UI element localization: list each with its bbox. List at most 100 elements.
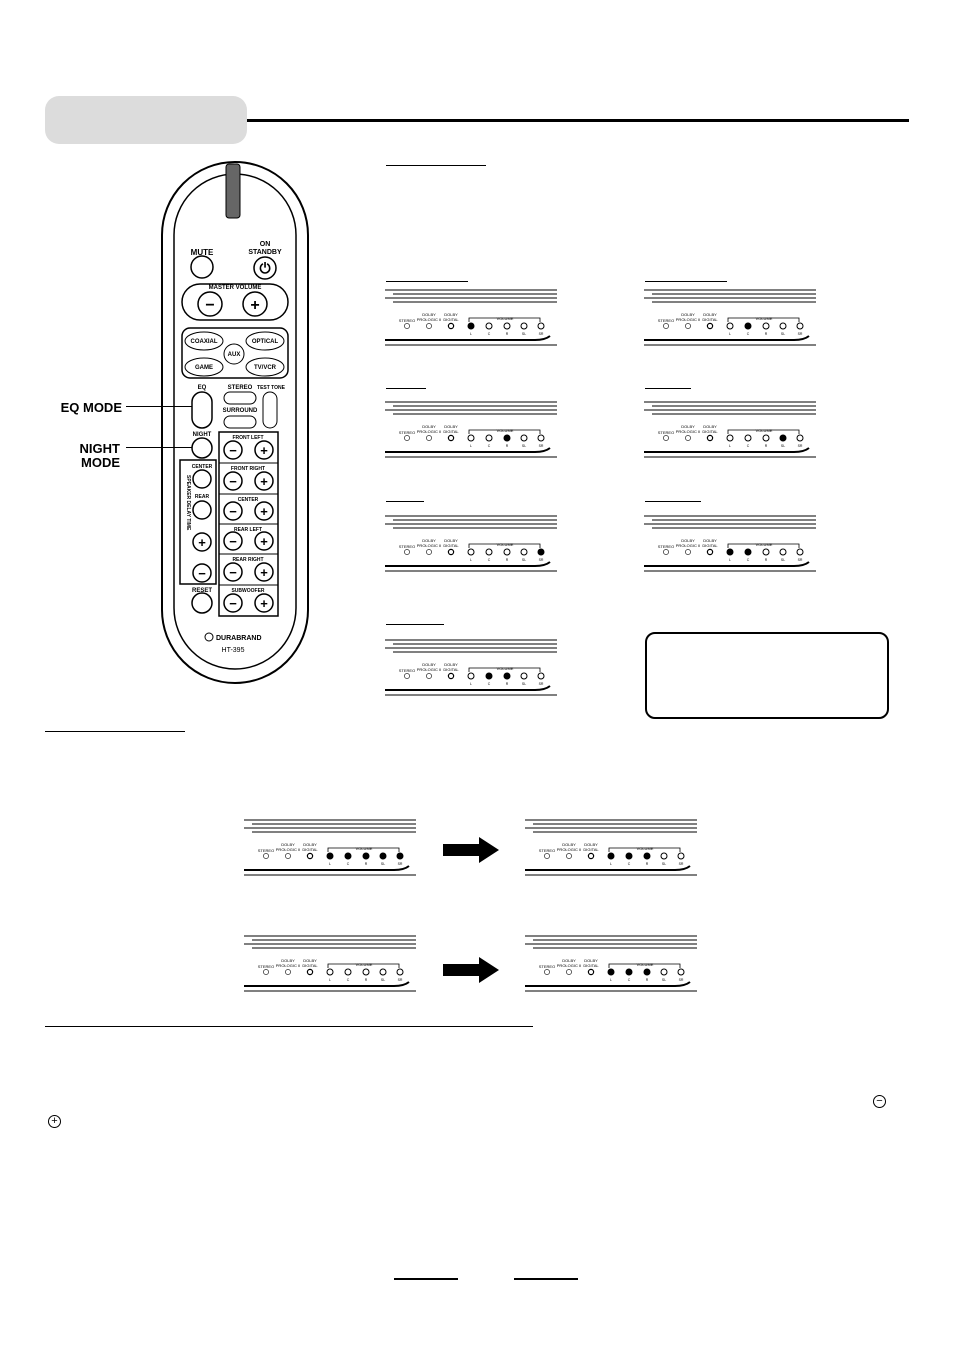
panel-volume-led xyxy=(537,434,545,442)
svg-text:REAR RIGHT: REAR RIGHT xyxy=(232,557,263,563)
panel-mode-label: PROLOGIC II xyxy=(676,543,700,548)
panel-led-label: R xyxy=(365,862,368,866)
panel-volume-led xyxy=(503,548,511,556)
panel-led-label: L xyxy=(470,682,472,686)
panel-volume-led xyxy=(726,434,734,442)
minus-circle-icon: − xyxy=(873,1095,886,1108)
panel-mode-led xyxy=(447,434,455,442)
svg-text:AUX: AUX xyxy=(228,352,241,358)
panel-led-label: L xyxy=(729,444,731,448)
panel-led-label: SR xyxy=(398,862,403,866)
panel-led-label: SL xyxy=(522,444,526,448)
panel-mode-led xyxy=(426,323,432,329)
panel-led-label: R xyxy=(506,682,509,686)
panel-led-label: L xyxy=(610,862,612,866)
panel-volume-led xyxy=(796,548,804,556)
power-button xyxy=(253,256,277,280)
panel-mode-led xyxy=(404,673,410,679)
panel-volume-led xyxy=(344,968,352,976)
panel-volume-led xyxy=(537,322,545,330)
panel-mode-led xyxy=(426,549,432,555)
panel-volume-led xyxy=(467,672,475,680)
panel-led-label: SR xyxy=(398,978,403,982)
heading-rule-eq7 xyxy=(386,624,444,625)
panel-mode-label: DOLBY xyxy=(584,958,598,963)
panel-mode-led xyxy=(544,853,550,859)
panel-mode-led xyxy=(706,548,714,556)
panel-mode-led xyxy=(404,435,410,441)
svg-text:−: − xyxy=(229,443,237,458)
panel-mode-led xyxy=(285,969,291,975)
panel-volume-led xyxy=(467,434,475,442)
panel-mode-led xyxy=(663,549,669,555)
panel-volume-led xyxy=(326,852,334,860)
panel-mode-label: DOLBY xyxy=(703,538,717,543)
panel-volume-led xyxy=(485,548,493,556)
panel-volume-led xyxy=(362,968,370,976)
panel-stereo-label: STEREO xyxy=(539,964,555,969)
svg-text:CENTER: CENTER xyxy=(192,464,213,470)
panel-mode-led xyxy=(447,672,455,680)
panel-mode-led xyxy=(587,968,595,976)
svg-text:CENTER: CENTER xyxy=(238,497,259,503)
panel-mode-label: PROLOGIC II xyxy=(276,963,300,968)
panel-mode-label: PROLOGIC II xyxy=(417,317,441,322)
heading-rule-eq6 xyxy=(645,501,701,502)
svg-text:−: − xyxy=(229,504,237,519)
panel-mode-led xyxy=(447,548,455,556)
panel-led-label: C xyxy=(628,978,631,982)
panel-led-label: L xyxy=(470,444,472,448)
panel-mode-label: PROLOGIC II xyxy=(417,543,441,548)
panel-volume-led xyxy=(762,322,770,330)
panel-volume-led xyxy=(485,672,493,680)
panel-stereo-label: STEREO xyxy=(258,964,274,969)
panel-volume-led xyxy=(625,852,633,860)
panel-led-label: SL xyxy=(662,978,666,982)
panel-mode-label: PROLOGIC II xyxy=(557,847,581,852)
panel-led-label: L xyxy=(729,558,731,562)
panel-volume-led xyxy=(779,434,787,442)
panel-mode-led xyxy=(263,853,269,859)
panel-mode-led xyxy=(447,322,455,330)
panel-mode-label: DOLBY xyxy=(444,312,458,317)
note-box xyxy=(645,632,889,719)
panel-led-label: L xyxy=(470,332,472,336)
heading-rule-delay xyxy=(45,1026,533,1027)
panel-mode-label: PROLOGIC II xyxy=(676,317,700,322)
panel-mode-label: DIGITAL xyxy=(583,963,599,968)
panel-volume-led xyxy=(660,852,668,860)
panel-led-label: R xyxy=(506,444,509,448)
panel-mode-led xyxy=(404,549,410,555)
svg-text:MASTER VOLUME: MASTER VOLUME xyxy=(209,285,262,291)
panel-mode-led xyxy=(587,852,595,860)
panel-volume-label: VOLUME xyxy=(497,666,514,671)
panel-mode-label: DOLBY xyxy=(422,312,436,317)
panel-volume-led xyxy=(344,852,352,860)
svg-text:REAR: REAR xyxy=(195,494,210,500)
panel-volume-led xyxy=(537,548,545,556)
panel-led-label: R xyxy=(646,862,649,866)
panel-volume-led xyxy=(485,434,493,442)
panel-stereo-label: STEREO xyxy=(399,318,415,323)
mute-button xyxy=(190,255,214,279)
svg-text:+: + xyxy=(260,504,268,519)
panel-volume-led xyxy=(744,322,752,330)
heading-rule-1 xyxy=(386,165,486,166)
heading-rule-eq1 xyxy=(386,281,468,282)
svg-text:−: − xyxy=(229,565,237,580)
svg-text:FRONT LEFT: FRONT LEFT xyxy=(232,435,263,441)
panel-volume-led xyxy=(779,322,787,330)
panel-led-label: L xyxy=(329,978,331,982)
svg-text:+: + xyxy=(260,596,268,611)
panel-led-label: SR xyxy=(679,862,684,866)
panel-volume-led xyxy=(503,322,511,330)
plus-circle-icon: + xyxy=(48,1115,61,1128)
panel-mode-led xyxy=(426,435,432,441)
heading-rule-eq3 xyxy=(386,388,426,389)
